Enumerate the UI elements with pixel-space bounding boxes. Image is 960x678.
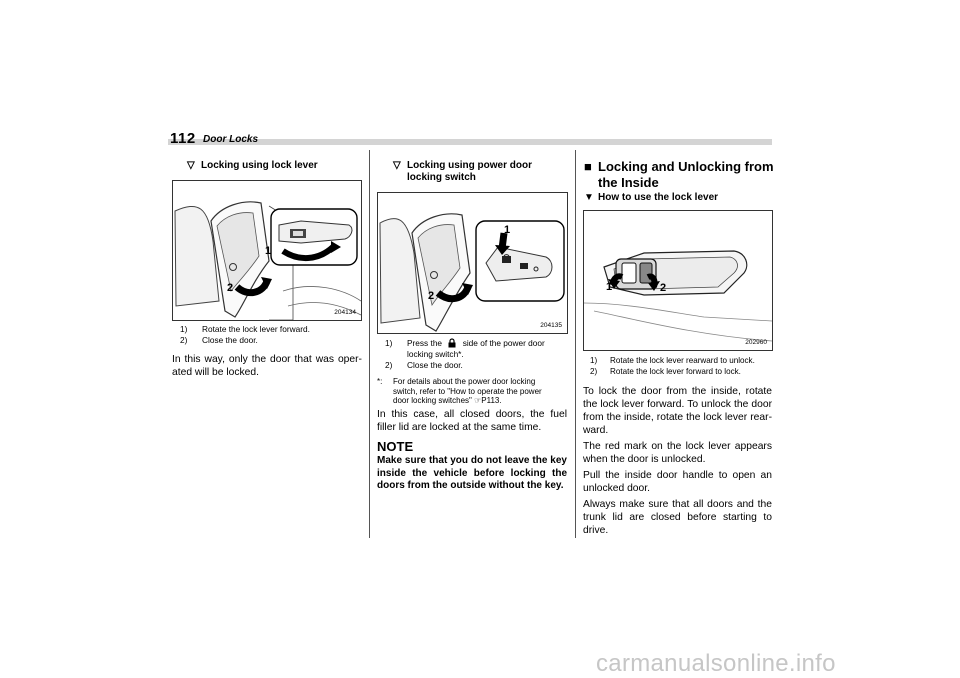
callout-2: 2 (428, 290, 434, 302)
callout-2: 2 (660, 282, 666, 294)
body-paragraphs: To lock the door from the inside, rotate… (583, 385, 772, 537)
subheading-power-lock: ▽Locking using power door locking switch (393, 160, 532, 183)
figure-id: 202960 (745, 339, 767, 346)
header-rule (168, 139, 772, 145)
heading-marker: ■ (584, 159, 592, 174)
callout-2: 2 (227, 282, 233, 294)
body-text: In this way, only the door that was oper… (172, 354, 362, 378)
steps-list: 1) Press the side of the power door lock… (385, 338, 565, 371)
list-item: 2)Close the door. (180, 335, 258, 345)
section-title: Door Locks (203, 134, 259, 145)
figure-inside-lever: 1 2 202960 (583, 210, 773, 351)
steps-list: 1)Rotate the lock lever forward. 2)Close… (180, 324, 360, 346)
note-heading: NOTE (377, 439, 414, 454)
list-item: 2)Rotate the lock lever forward to lock. (590, 367, 741, 376)
lock-icon (447, 338, 457, 348)
paragraph: Pull the inside door handle to open an u… (583, 470, 772, 494)
page-number: 112 (170, 130, 196, 147)
callout-1: 1 (504, 224, 510, 236)
subheading-lock-lever: ▽Locking using lock lever (187, 160, 318, 171)
list-item: 1)Rotate the lock lever rearward to unlo… (590, 356, 755, 365)
list-item: 2)Close the door. (385, 360, 463, 370)
paragraph: The red mark on the lock lever appears w… (583, 441, 772, 465)
subheading-marker: ▼ (584, 192, 594, 203)
figure-power-lock: 1 2 204135 (377, 192, 568, 334)
column-divider (369, 150, 370, 538)
column-divider (575, 150, 576, 538)
paragraph: To lock the door from the inside, rotate… (583, 386, 772, 436)
list-item: 1)Rotate the lock lever forward. (180, 324, 310, 334)
footnote: *:For details about the power door locki… (377, 377, 542, 406)
subheading-marker: ▽ (393, 160, 401, 171)
steps-list: 1)Rotate the lock lever rearward to unlo… (590, 355, 772, 377)
figure-id: 204135 (540, 322, 562, 329)
section-heading: ■Locking and Unlocking from the Inside (584, 159, 774, 190)
watermark: carmanualsonline.info (596, 650, 836, 677)
callout-1: 1 (265, 245, 271, 257)
callout-1: 1 (606, 281, 612, 293)
note-text: Make sure that you do not leave the key … (377, 455, 567, 492)
list-item: 1) Press the side of the power door (385, 338, 545, 348)
paragraph: Always make sure that all doors and the … (583, 499, 772, 536)
body-text: In this case, all closed doors, the fuel… (377, 409, 567, 433)
figure-id: 204134 (334, 309, 356, 316)
subheading-marker: ▽ (187, 160, 195, 171)
subheading-how-to: ▼How to use the lock lever (584, 192, 719, 203)
figure-lock-lever: 1 2 204134 (172, 180, 362, 321)
